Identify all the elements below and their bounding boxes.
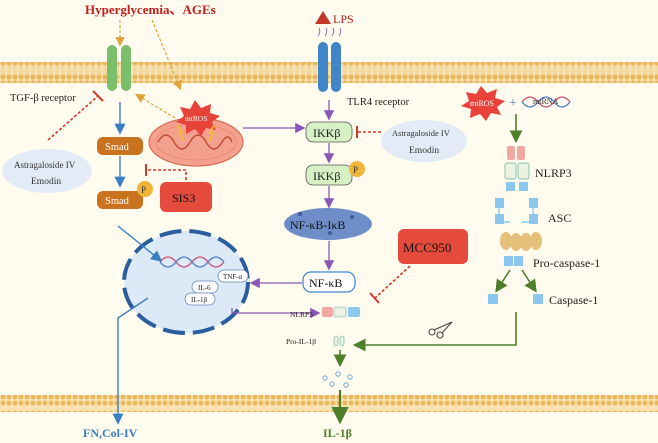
plus-label: + <box>509 96 517 111</box>
smad-phospho-icon <box>137 181 153 197</box>
inhibit-mcc-line <box>374 265 411 299</box>
il1b-out-label: IL-1β <box>323 426 352 440</box>
sis3-label: SIS3 <box>172 191 195 205</box>
tlr4-receptor <box>318 42 341 92</box>
lightning-icon-2 <box>208 124 215 142</box>
arrow-stim-mito <box>151 19 182 91</box>
pro-caspase-label: Pro-caspase-1 <box>533 256 600 270</box>
smad-phospho-label: P <box>141 185 146 195</box>
lps-triangle-icon <box>315 11 331 24</box>
nfkb-ikb-complex <box>284 208 372 240</box>
tnf-gene-label: TNF-α <box>223 273 243 281</box>
nlrp3-icon <box>504 146 530 191</box>
tnf-gene-tag <box>217 269 249 283</box>
caspase-label: Caspase-1 <box>549 293 598 307</box>
mtrna-strand <box>521 96 571 108</box>
ikk-phospho-label: P <box>353 165 358 175</box>
il6-gene-label: IL-6 <box>198 284 211 292</box>
tgf-receptor-label: TGF-β receptor <box>10 93 76 104</box>
astragaloside-left-cloud <box>2 149 92 193</box>
nfkb-label: NF-κB <box>309 276 342 290</box>
ikkb-top-label: IKKβ <box>313 126 340 140</box>
mtros-right-label: mtROS <box>470 99 494 108</box>
lps-label: LPS <box>333 12 354 26</box>
asc-label: ASC <box>548 211 571 225</box>
arrow-nucleus-fn <box>112 297 149 425</box>
il1b-gene-label: IL-1β <box>191 296 207 304</box>
dna-strand-2 <box>159 256 225 268</box>
mcc950-box <box>398 229 468 264</box>
nfkb-box <box>302 271 356 293</box>
sis3-box <box>160 182 212 212</box>
nlrp3-label: NLRP3 <box>535 166 572 180</box>
mtrna-label: mtRNA <box>533 97 559 106</box>
astragaloside-left-label: Astragaloside IV <box>14 160 76 170</box>
smad-p-box <box>97 191 143 209</box>
scissors-icon <box>428 321 453 339</box>
mitochondrion <box>148 117 244 167</box>
nfkb-ikb-label: NF-κB-IκB <box>290 218 345 232</box>
smad-p-label: Smad <box>105 196 130 207</box>
mcc950-label: MCC950 <box>403 240 451 255</box>
smad-label: Smad <box>105 142 130 153</box>
asc-icon <box>495 198 538 224</box>
ikkb-p-label: IKKβ <box>313 169 340 183</box>
astragaloside-mid-label: Astragaloside IV <box>392 128 451 138</box>
lightning-icon <box>176 124 185 142</box>
inhibit-tgf-line <box>47 95 99 141</box>
ikk-phospho-icon <box>349 161 365 177</box>
pro-caspase-icon <box>500 232 542 266</box>
tlr4-receptor-label: TLR4 receptor <box>347 97 410 108</box>
nfkb-ikb-dot <box>298 212 302 216</box>
pro-il1b-icon <box>333 335 339 347</box>
nlrp3-small-label: NLRP3 <box>290 310 313 319</box>
inhibit-mcc-bar <box>369 292 380 304</box>
pro-il1b-label: Pro-IL-1β <box>286 337 316 346</box>
emodin-mid-label: Emodin <box>409 146 439 156</box>
arrow-mito-tgf <box>134 93 176 119</box>
il1b-secreted-dots <box>322 371 353 388</box>
lps-squiggles <box>317 27 342 37</box>
nfkb-ikb-dot <box>328 231 332 235</box>
mtros-burst-mito <box>176 100 220 136</box>
caspase-right-icon <box>533 294 543 304</box>
arrow-casp-left <box>495 269 511 293</box>
cell-membrane-top <box>0 62 658 83</box>
mtrna-strand-2 <box>521 96 571 108</box>
arrow-caspase-proil1b <box>352 312 517 352</box>
mtros-mito-label: mtROS <box>185 114 208 123</box>
stimulus-title: Hyperglycemia、AGEs <box>85 2 216 17</box>
arrow-casp-right <box>521 269 537 293</box>
emodin-left-label: Emodin <box>31 177 61 187</box>
nfkb-ikb-dot <box>350 215 354 219</box>
tgf-beta-receptor <box>107 45 131 91</box>
arrow-smadp-nucleus <box>117 225 163 262</box>
nlrp3-small-icon <box>322 306 360 318</box>
cell-membrane-bottom <box>0 395 658 412</box>
caspase-left-icon <box>488 294 498 304</box>
pro-il1b-icon-2 <box>339 335 345 347</box>
fn-col-label: FN,Col-IV <box>83 426 138 440</box>
astragaloside-mid-cloud <box>381 120 467 162</box>
arrow-nucleus-nlrp3 <box>231 307 321 319</box>
il1b-gene-tag <box>184 292 216 306</box>
mtros-burst-right <box>461 86 505 121</box>
smad-box <box>97 137 143 155</box>
inhibit-tgf-bar <box>92 90 104 102</box>
ikkb-top-box <box>305 121 353 143</box>
